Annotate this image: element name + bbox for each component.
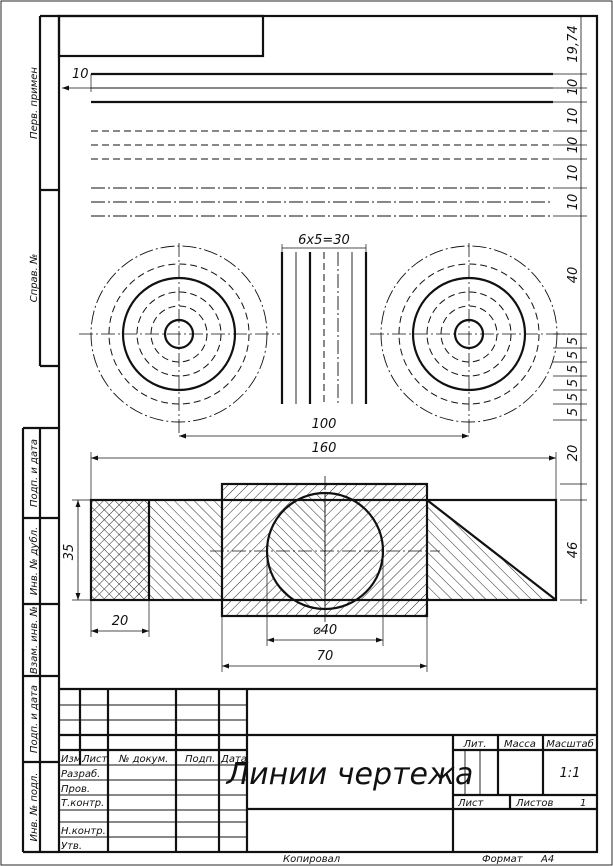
row-prov: Пров.: [61, 784, 90, 795]
left-strip: Перв. примен Справ. № Подп. и дата Инв. …: [21, 14, 59, 854]
title-block: Изм. Лист № докум. Подп. Дата Разраб. Пр…: [59, 687, 597, 852]
label-sprav-no: Справ. №: [29, 254, 40, 303]
dim-10-b: 10: [566, 108, 581, 125]
right-dimension-chain: 19,74 10 10 10 10 10 40 5 5 5 5 5 5 20 4…: [553, 16, 587, 604]
dim-6x5-30: 6x5=30: [298, 233, 350, 248]
dim-19-74: 19,74: [566, 25, 581, 62]
row-utv: Утв.: [61, 841, 82, 852]
label-inv-podl: Инв. № подл.: [29, 773, 40, 842]
vertical-line-samples: 6x5=30: [280, 233, 368, 404]
section-part: [89, 476, 558, 625]
dim-10-d: 10: [566, 165, 581, 182]
row-tkontr: Т.контр.: [61, 798, 104, 809]
label-vzam-inv: Взам. инв. №: [29, 606, 40, 674]
col-data: Дата: [220, 754, 247, 765]
listov-value: 1: [580, 798, 586, 809]
inner-frame: [57, 14, 599, 854]
right-circle-group: [370, 243, 570, 436]
col-izm: Изм.: [61, 754, 85, 765]
col-dokum: № докум.: [118, 754, 168, 765]
dim-5-b: 5: [566, 351, 581, 359]
dim-10-c: 10: [566, 137, 581, 154]
line-samples: 10: [62, 67, 553, 217]
dim-5-c: 5: [566, 365, 581, 373]
section-dimensions: 35 20 ⌀40 70: [62, 499, 428, 672]
header-masshtab: Масштаб: [546, 738, 594, 750]
row-razrab: Разраб.: [61, 768, 100, 780]
label-perv-primen: Перв. примен: [29, 67, 40, 139]
dim-100: 100: [312, 417, 337, 432]
dim-5-d: 5: [566, 379, 581, 387]
label-podp-data-2: Подп. и дата: [29, 685, 40, 753]
dim-5-a: 5: [566, 337, 581, 345]
footer-format: Формат: [482, 854, 524, 865]
scale-value: 1:1: [560, 766, 581, 781]
drawing-title: Линии чертежа: [226, 757, 474, 792]
dim-35: 35: [62, 544, 77, 561]
dim-20: 20: [566, 445, 581, 462]
dim-5-f: 5: [566, 408, 581, 416]
header-massa: Масса: [504, 739, 536, 750]
dim-20-bottom: 20: [112, 614, 129, 629]
dim-160: 160: [312, 441, 337, 456]
dim-70: 70: [317, 649, 334, 664]
dim-40: 40: [566, 267, 581, 284]
label-inv-dubl: Инв. № дубл.: [28, 527, 40, 595]
sheet-footer: Копировал Формат А4: [283, 854, 554, 865]
dim-offset-10: 10: [72, 67, 89, 82]
dim-46: 46: [566, 542, 581, 559]
col-podp: Подп.: [185, 754, 215, 765]
dim-5-e: 5: [566, 393, 581, 401]
dim-10-a: 10: [566, 79, 581, 96]
label-podp-data-1: Подп. и дата: [29, 439, 40, 507]
dim-10-e: 10: [566, 194, 581, 211]
label-list: Лист: [457, 798, 485, 809]
row-nkontr: Н.контр.: [61, 826, 106, 837]
left-circle-group: [79, 243, 280, 436]
circle-dimensions: 100 160: [90, 417, 557, 500]
footer-format-value: А4: [540, 854, 554, 865]
header-lit: Лит.: [462, 739, 486, 750]
label-listov: Листов: [515, 798, 553, 809]
footer-kopiroval: Копировал: [283, 854, 341, 865]
dim-diam-40: ⌀40: [313, 623, 337, 638]
col-list: Лист: [81, 754, 109, 765]
